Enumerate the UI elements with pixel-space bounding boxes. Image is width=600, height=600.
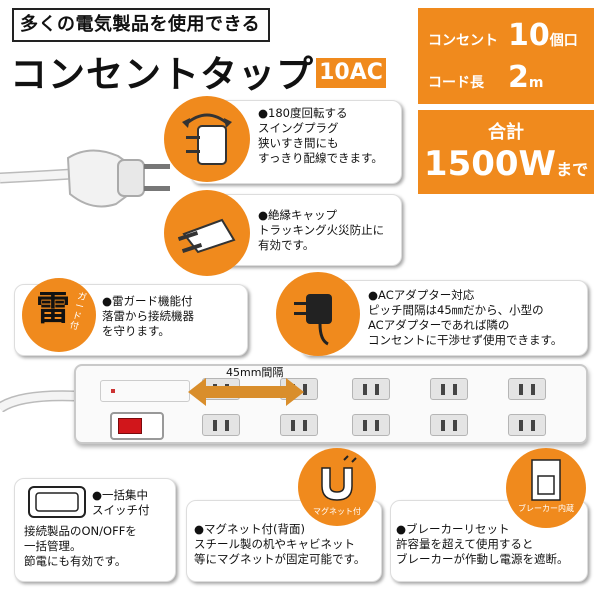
magnet-icon [321,455,357,501]
switch-rocker [118,418,142,434]
insulation-line: 有効です。 [258,238,315,252]
outlet [430,414,468,436]
total-value: 1500Wまで [418,144,594,190]
lightning-icon-circle: 雷 ガード付 [22,278,96,352]
plug-illustration [0,140,180,220]
switch-line: スイッチ付 [92,503,150,517]
outlet [202,414,240,436]
breaker-badge: ブレーカー内蔵 [518,504,574,513]
total-label: 合計 [488,122,524,143]
switch-text-top: ●一括集中 スイッチ付 [92,488,150,518]
rocker-switch-icon [28,486,86,518]
swing-line: すっきり配線できます。 [258,151,383,165]
insulation-line: トラッキング火災防止に [258,223,385,237]
double-arrow-icon [188,378,304,406]
total-watt: 1500W [423,144,557,184]
breaker-icon [531,459,561,501]
outlet [352,414,390,436]
outlet [280,414,318,436]
swing-line: 狭いすき間にも [258,136,339,150]
adapter-text: ●ACアダプター対応 ピッチ間隔は45㎜だから、小型の ACアダプターであれば隣… [368,288,562,348]
breaker-line: 許容量を超えて使用すると [396,537,534,551]
adapter-line: ピッチ間隔は45㎜だから、小型の [368,303,544,317]
lightning-icon: 雷 [36,289,70,329]
pitch-arrow [188,378,304,406]
lightning-text: ●雷ガード機能付 落雷から接続機器 を守ります。 [102,294,194,339]
rotate-plug-icon [182,113,232,165]
ac-badge: 10AC [316,58,386,88]
swing-plug-icon [0,149,170,208]
breaker-icon-circle: ブレーカー内蔵 [506,448,586,528]
breaker-line: ブレーカーが作動し電源を遮断。 [396,552,569,566]
magnet-line: ●マグネット付(背面) [194,522,306,536]
spec-outlets: コンセント 10個口 [428,18,578,53]
strip-cord [0,388,80,413]
lightning-line: ●雷ガード機能付 [102,294,193,308]
product-title: コンセントタップ [10,53,314,96]
magnet-line: 等にマグネットが固定可能です。 [194,552,366,566]
swing-text: ●180度回転する スイングプラグ 狭いすき間にも すっきり配線できます。 [258,106,383,166]
switch-line: 節電にも有効です。 [24,554,127,568]
magnet-line: スチール製の机やキャビネット [194,537,355,551]
swing-line: ●180度回転する [258,106,348,120]
insulation-text: ●絶縁キャップ トラッキング火災防止に 有効です。 [258,208,384,253]
outlet-label: コンセント [428,33,498,49]
ac-adapter-icon [294,294,332,346]
outlet-value: 10 [508,18,550,53]
spec-cord: コード長 2m [428,60,543,95]
swing-line: スイングプラグ [258,121,339,135]
adapter-icon-circle [276,272,360,356]
adapter-line: ACアダプターであれば隣の [368,318,510,332]
cord-value: 2 [508,60,529,95]
switch-line: 一括管理。 [24,539,82,553]
cord-label: コード長 [428,75,484,91]
swing-icon-circle [164,96,250,182]
switch-line: 接続製品のON/OFFを [24,524,137,538]
cord-unit: m [528,75,544,91]
insulated-plug-icon [177,218,236,254]
lightning-line: を守ります。 [102,324,170,338]
outlet [508,414,546,436]
breaker-line: ●ブレーカーリセット [396,522,510,536]
adapter-line: ●ACアダプター対応 [368,288,475,302]
indicator-lamp [100,380,190,402]
subtitle-box: 多くの電気製品を使用できる [12,8,270,42]
magnet-icon-circle: マグネット付 [298,448,376,526]
total-box: 合計 1500Wまで [418,110,594,194]
pitch-label: 45mm間隔 [226,366,284,379]
outlet [352,378,390,400]
total-suffix: まで [556,160,589,179]
outlet [430,378,468,400]
adapter-line: コンセントに干渉せず使用できます。 [368,333,563,347]
magnet-text: ●マグネット付(背面) スチール製の机やキャビネット 等にマグネットが固定可能で… [194,522,365,567]
spec-box: コンセント 10個口 コード長 2m [418,8,594,104]
breaker-text: ●ブレーカーリセット 許容量を超えて使用すると ブレーカーが作動し電源を遮断。 [396,522,569,567]
outlet [508,378,546,400]
insulation-line: ●絶縁キャップ [258,208,338,222]
insulation-icon-circle [164,190,250,276]
magnet-badge: マグネット付 [313,507,361,516]
outlet-unit: 個口 [549,33,578,49]
switch-icon [28,486,86,518]
switch-text: 接続製品のON/OFFを 一括管理。 節電にも有効です。 [24,524,137,569]
master-switch [110,412,164,440]
lightning-line: 落雷から接続機器 [102,309,194,323]
switch-line: ●一括集中 [92,488,149,502]
cord-icon [0,390,77,413]
lamp-dot [111,389,115,393]
